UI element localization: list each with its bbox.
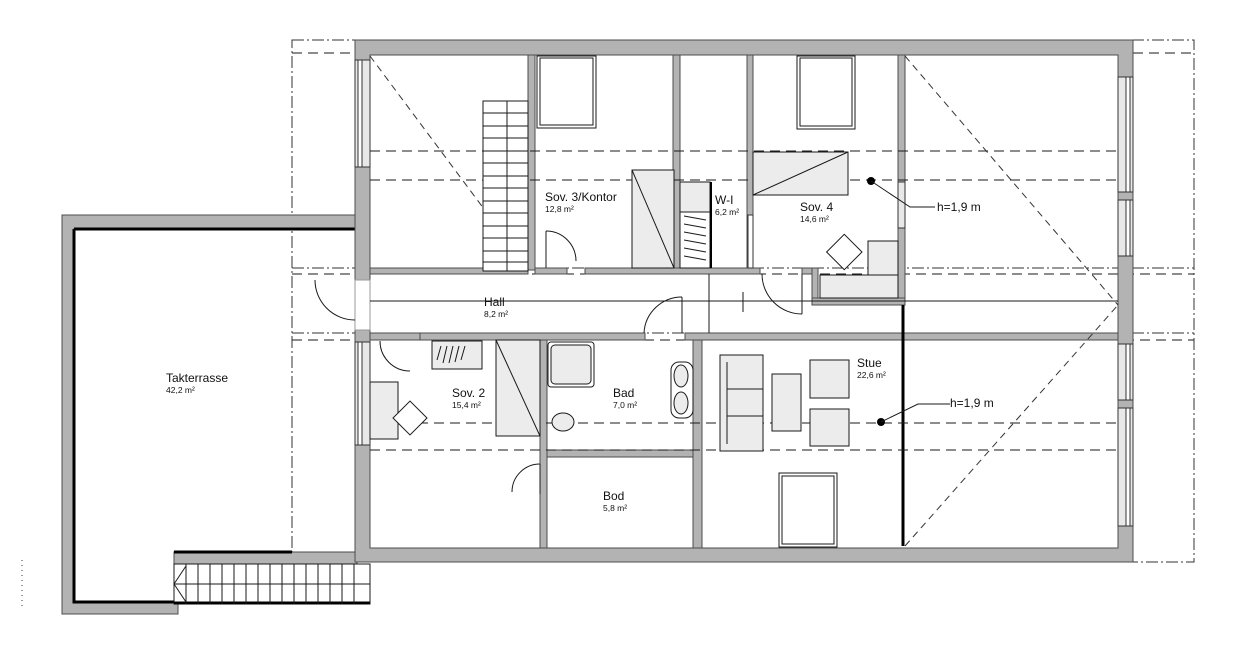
internal-stair <box>482 100 529 272</box>
sov2-furniture <box>369 339 541 494</box>
room-area: 8,2 m² <box>484 309 509 319</box>
hall-doors <box>314 273 1118 334</box>
room-name: Sov. 3/Kontor <box>545 190 617 204</box>
roof-terrace <box>21 214 371 615</box>
ceiling-height-note: h=1,9 m <box>937 200 981 214</box>
windows <box>354 59 1134 527</box>
room-area: 7,0 m² <box>613 400 638 410</box>
room-label-stue: Stue 22,6 m² <box>857 356 886 381</box>
room-label-bod: Bod 5,8 m² <box>603 489 627 514</box>
room-label-takterrasse: Takterrasse 42,2 m² <box>166 371 228 396</box>
room-area: 5,8 m² <box>603 503 628 513</box>
room-name: Hall <box>484 295 505 309</box>
walk-in-closet <box>679 181 754 269</box>
room-label-sov4: Sov. 4 14,6 m² <box>800 200 833 225</box>
room-area: 14,6 m² <box>800 214 829 224</box>
room-area: 6,2 m² <box>715 207 740 217</box>
exterior-stair <box>173 564 370 604</box>
bathroom-fixtures <box>547 341 694 432</box>
room-label-wi: W-I 6,2 m² <box>715 193 739 218</box>
room-name: W-I <box>715 193 734 207</box>
room-area: 12,8 m² <box>545 204 574 214</box>
room-label-bad: Bad 7,0 m² <box>613 386 637 411</box>
room-label-sov2: Sov. 2 15,4 m² <box>452 386 485 411</box>
ceiling-height-note: h=1,9 m <box>950 396 994 410</box>
room-name: Bod <box>603 489 625 503</box>
sov3-furniture <box>536 55 675 269</box>
living-room-furniture <box>719 354 950 548</box>
room-area: 15,4 m² <box>452 400 481 410</box>
room-label-hall: Hall 8,2 m² <box>484 295 508 320</box>
room-name: Sov. 4 <box>800 200 834 214</box>
room-label-sov3: Sov. 3/Kontor 12,8 m² <box>545 190 617 215</box>
room-name: Bad <box>613 386 635 400</box>
room-area: 42,2 m² <box>166 385 195 395</box>
room-name: Sov. 2 <box>452 386 486 400</box>
sov4-furniture <box>752 55 935 299</box>
room-name: Stue <box>857 356 882 370</box>
room-area: 22,6 m² <box>857 370 886 380</box>
room-name: Takterrasse <box>166 371 229 385</box>
